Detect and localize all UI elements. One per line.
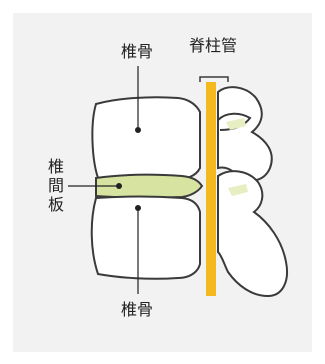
spinal-canal	[206, 82, 216, 296]
upper-vertebra-body	[92, 97, 200, 178]
label-disc-char-2: 間	[47, 176, 65, 195]
lower-vertebra-body	[92, 197, 200, 279]
label-bone-bottom: 椎骨	[121, 302, 153, 318]
label-disc-char-3: 板	[47, 195, 65, 214]
label-bone-top: 椎骨	[121, 44, 153, 60]
lower-posterior-process	[218, 171, 287, 296]
label-spinal-canal: 脊柱管	[189, 38, 237, 54]
label-disc: 椎 間 板	[47, 157, 65, 214]
spinal-canal-bracket	[200, 77, 228, 82]
upper-posterior-process	[218, 87, 272, 180]
label-disc-char-1: 椎	[47, 157, 65, 176]
